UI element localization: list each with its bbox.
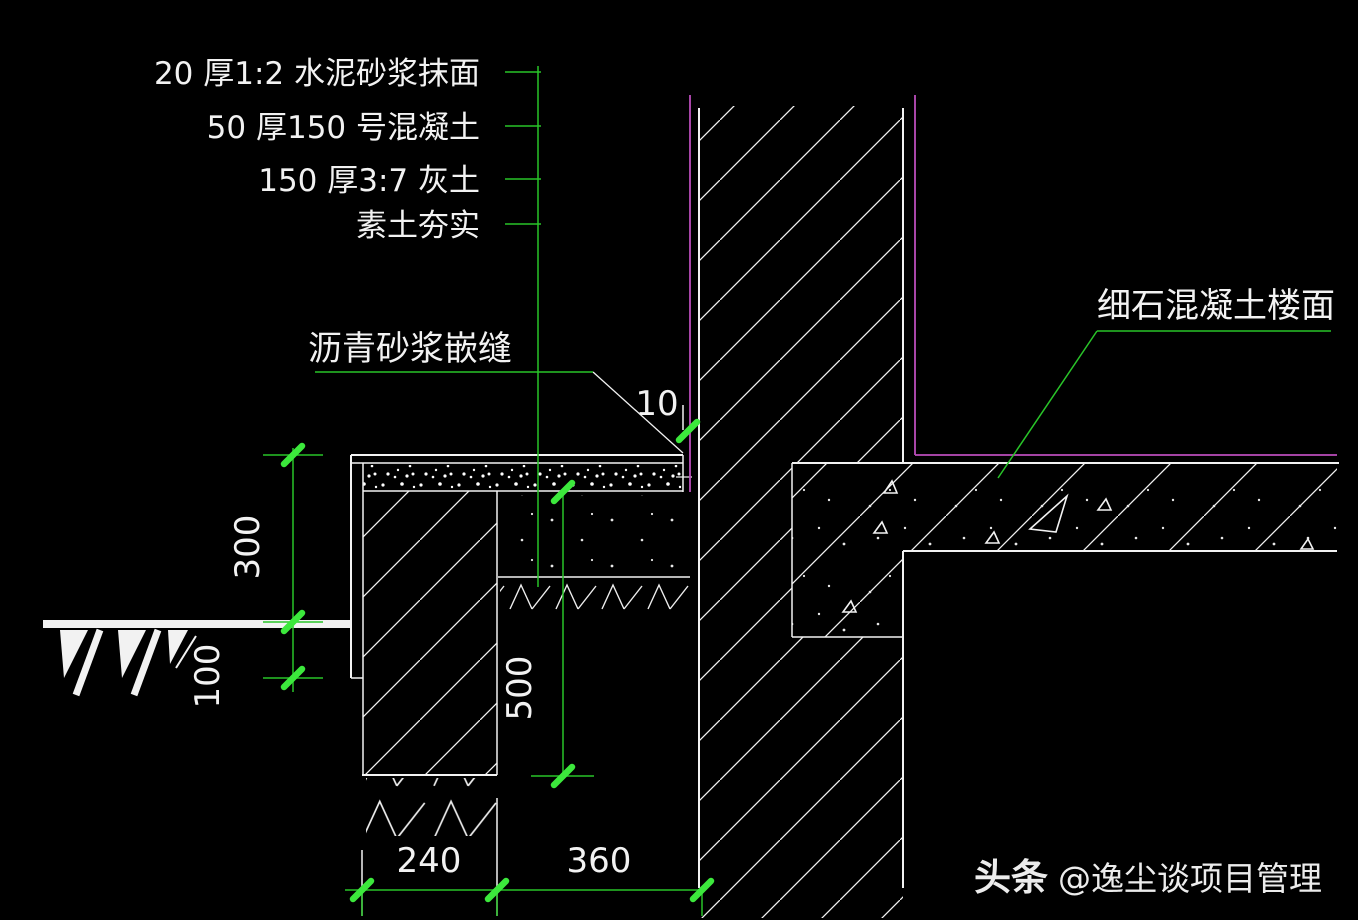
dim-slash-tick bbox=[550, 763, 576, 789]
aggregate-triangle bbox=[1096, 497, 1113, 511]
wall-hatch-lower bbox=[699, 637, 903, 918]
aggregate-triangle bbox=[1299, 537, 1315, 550]
joint-seal-label: 沥青砂浆嵌缝 bbox=[308, 329, 512, 369]
slab-label: 细石混凝土楼面 bbox=[1097, 286, 1335, 326]
watermark-brand: 头条 bbox=[974, 856, 1048, 899]
dim-slash-tick bbox=[349, 877, 375, 903]
compacted-earth-under-footing bbox=[366, 778, 498, 836]
grade-hatch-stroke bbox=[72, 628, 104, 697]
lime-soil-layer bbox=[498, 495, 688, 577]
dim-foundation-depth: 500 bbox=[500, 656, 540, 721]
aggregate-triangle bbox=[882, 479, 899, 494]
dim-slash-tick bbox=[280, 442, 306, 468]
foundation-footing-section bbox=[363, 491, 497, 775]
dim-slash-tick bbox=[484, 877, 510, 903]
joint-leader-diagonal bbox=[592, 371, 684, 454]
grade-hatch-tooth bbox=[60, 630, 88, 678]
dim-slash-tick bbox=[280, 609, 306, 635]
slab-label-leader bbox=[997, 330, 1098, 479]
grade-hatch-stroke bbox=[130, 628, 162, 697]
outdoor-ground bbox=[43, 620, 352, 697]
structure-outlines bbox=[350, 108, 1339, 916]
aggregate-triangle bbox=[841, 599, 858, 613]
grade-hatch-thin-stroke bbox=[175, 635, 197, 669]
main-wall-section bbox=[699, 106, 903, 918]
grade-hatch-tooth bbox=[168, 630, 188, 664]
compacted-earth-under-floor bbox=[500, 580, 692, 613]
dim-plinth-height: 300 bbox=[228, 515, 268, 580]
dimension-texts: 10 300 100 500 240 360 bbox=[188, 384, 679, 881]
dim-slash-tick bbox=[689, 877, 715, 903]
wall-hatch-upper bbox=[699, 106, 903, 463]
footing-hatch bbox=[363, 491, 497, 775]
dim-floor-span: 360 bbox=[567, 841, 632, 881]
dim-slash-tick bbox=[550, 479, 576, 505]
concrete-bed-layer bbox=[363, 465, 683, 491]
note-line-1: 20 厚1:2 水泥砂浆抹面 bbox=[154, 56, 480, 92]
watermark-handle: @逸尘谈项目管理 bbox=[1058, 859, 1322, 898]
aggregate-triangle bbox=[872, 520, 889, 534]
note-line-2: 50 厚150 号混凝土 bbox=[207, 110, 480, 146]
dim-footing-width: 240 bbox=[397, 841, 462, 881]
note-line-3: 150 厚3:7 灰土 bbox=[258, 163, 480, 199]
note-line-4: 素土夯实 bbox=[356, 208, 480, 244]
aggregate-triangle bbox=[1028, 493, 1069, 533]
dimension-lines bbox=[263, 66, 1331, 916]
joint-slash-tick bbox=[675, 418, 701, 444]
ground-floor-layers bbox=[363, 465, 692, 836]
wall-hatch-beside-beam bbox=[699, 463, 792, 637]
dim-grade-offset: 100 bbox=[188, 644, 228, 709]
grade-line bbox=[43, 620, 352, 628]
dim-slash-tick bbox=[280, 665, 306, 691]
watermark: 头条 @逸尘谈项目管理 bbox=[974, 856, 1322, 899]
aggregate-triangle bbox=[984, 530, 1001, 544]
grade-hatch-tooth bbox=[118, 630, 146, 678]
dim-joint-width: 10 bbox=[635, 384, 678, 424]
floor-construction-notes: 20 厚1:2 水泥砂浆抹面 50 厚150 号混凝土 150 厚3:7 灰土 … bbox=[154, 56, 480, 244]
